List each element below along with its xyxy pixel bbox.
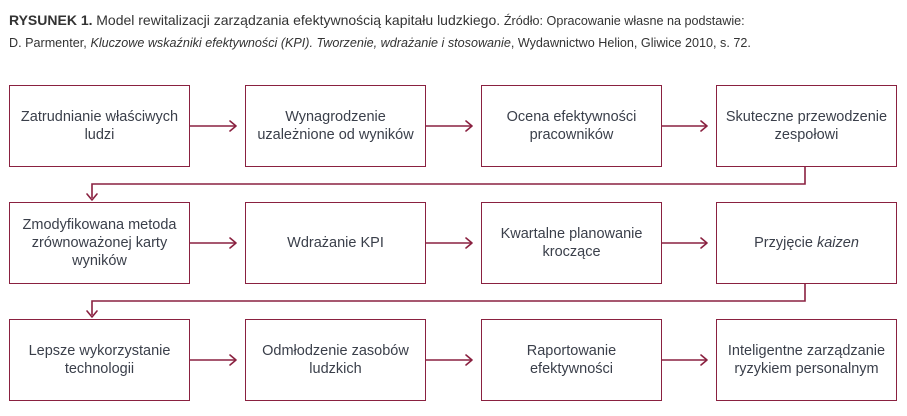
step-box-2: Wynagrodzenie uzależnione od wyników xyxy=(245,85,426,167)
step-label-prefix: Przyjęcie xyxy=(754,235,817,251)
arrow-8-9 xyxy=(91,284,806,315)
step-box-4: Skuteczne przewodzenie zespołowi xyxy=(716,85,897,167)
arrowhead-2-3 xyxy=(465,120,473,132)
arrowhead-11-12 xyxy=(700,354,708,366)
arrowhead-3-4 xyxy=(700,120,708,132)
step-label: Raportowanie efektywności xyxy=(526,343,617,377)
step-label: Kwartalne planowanie kroczące xyxy=(500,226,643,260)
arrowhead-9-10 xyxy=(229,354,237,366)
source-prefix: Źródło: Opracowanie własne na podstawie: xyxy=(503,14,745,28)
arrowhead-5-6 xyxy=(229,237,237,249)
step-label: Inteligentne zarządzanie ryzykiem person… xyxy=(727,343,886,377)
arrow-4-5 xyxy=(91,167,806,198)
step-box-6: Wdrażanie KPI xyxy=(245,202,426,284)
source-publisher: , Wydawnictwo Helion, Gliwice 2010, s. 7… xyxy=(510,36,751,50)
step-label: Lepsze wykorzystanie technologii xyxy=(28,343,171,377)
arrowhead-10-11 xyxy=(465,354,473,366)
step-label: Przyjęcie kaizen xyxy=(754,234,859,252)
step-box-5: Zmodyfikowana metoda zrównoważonej karty… xyxy=(9,202,190,284)
step-label-italic: kaizen xyxy=(816,235,859,251)
source-author: D. Parmenter, xyxy=(9,36,87,50)
step-label: Odmłodzenie zasobów ludzkich xyxy=(262,343,409,377)
step-box-8: Przyjęcie kaizen xyxy=(716,202,897,284)
figure-caption: RYSUNEK 1. Model rewitalizacji zarządzan… xyxy=(9,9,899,54)
arrowhead-7-8 xyxy=(700,237,708,249)
step-label: Zatrudnianie właściwych ludzi xyxy=(20,109,179,143)
step-label: Wynagrodzenie uzależnione od wyników xyxy=(257,109,414,143)
step-box-1: Zatrudnianie właściwych ludzi xyxy=(9,85,190,167)
step-box-11: Raportowanie efektywności xyxy=(481,319,662,401)
step-label: Zmodyfikowana metoda zrównoważonej karty… xyxy=(22,217,177,269)
source-book-title: Kluczowe wskaźniki efektywności (KPI). T… xyxy=(90,36,511,50)
step-label: Ocena efektywności pracowników xyxy=(506,109,637,143)
step-label: Skuteczne przewodzenie zespołowi xyxy=(725,109,888,143)
step-box-12: Inteligentne zarządzanie ryzykiem person… xyxy=(716,319,897,401)
step-label: Wdrażanie KPI xyxy=(287,235,384,251)
arrowhead-1-2 xyxy=(229,120,237,132)
figure-title: Model rewitalizacji zarządzania efektywn… xyxy=(96,12,501,28)
arrowhead-6-7 xyxy=(465,237,473,249)
step-box-3: Ocena efektywności pracowników xyxy=(481,85,662,167)
arrowhead-8-9 xyxy=(86,310,98,318)
step-box-10: Odmłodzenie zasobów ludzkich xyxy=(245,319,426,401)
step-box-9: Lepsze wykorzystanie technologii xyxy=(9,319,190,401)
figure-label: RYSUNEK 1. xyxy=(9,12,93,28)
step-box-7: Kwartalne planowanie kroczące xyxy=(481,202,662,284)
arrowhead-4-5 xyxy=(86,193,98,201)
